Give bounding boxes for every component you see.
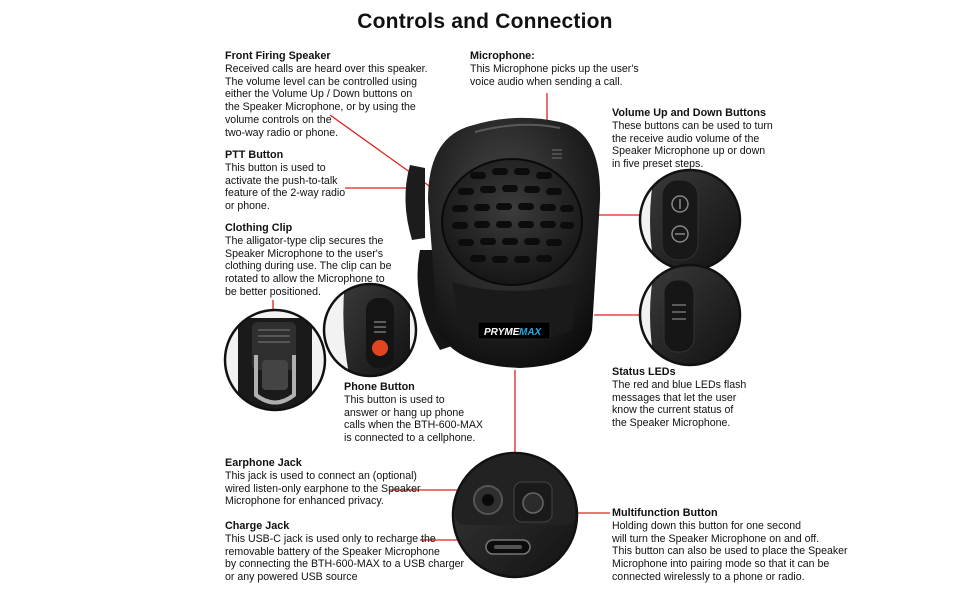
callout-body: The red and blue LEDs flash messages tha… — [612, 378, 747, 430]
mic-port — [552, 149, 562, 159]
callout-heading: Front Firing Speaker — [225, 50, 331, 62]
callout-body: This USB-C jack is used only to recharge… — [225, 532, 465, 584]
volume-down-icon — [671, 225, 689, 243]
callout-multifunction: Multifunction Button Holding down this b… — [612, 507, 848, 584]
callout-earphone-jack: Earphone Jack This jack is used to conne… — [225, 457, 421, 508]
clip-zoom — [225, 310, 325, 410]
red-phone-button — [372, 340, 388, 356]
callout-body: Received calls are heard over this speak… — [225, 62, 428, 139]
callout-heading: Phone Button — [344, 381, 415, 393]
callout-charge-jack: Charge Jack This USB-C jack is used only… — [225, 520, 464, 584]
callout-ptt: PTT Button This button is used to activa… — [225, 149, 345, 213]
grill-holes — [452, 168, 574, 263]
phone-button-zoom — [324, 284, 416, 376]
callout-heading: Microphone: — [470, 50, 535, 62]
ptt-button — [405, 165, 425, 240]
callout-body: This button is used to activate the push… — [225, 161, 346, 213]
led-window — [672, 304, 686, 320]
callout-heading: Status LEDs — [612, 366, 676, 378]
page-title: Controls and Connection — [357, 10, 613, 33]
callout-body: These buttons can be used to turn the re… — [612, 119, 773, 171]
brand-logo — [477, 321, 551, 340]
callout-microphone: Microphone: This Microphone picks up the… — [470, 50, 639, 88]
callout-body: The alligator-type clip secures the Spea… — [225, 234, 392, 298]
callout-heading: Earphone Jack — [225, 457, 302, 469]
callout-heading: Volume Up and Down Buttons — [612, 107, 766, 119]
svg-text:MAX: MAX — [519, 327, 543, 338]
volume-zoom — [640, 170, 740, 270]
multifunction-button-icon — [522, 492, 544, 514]
callout-body: This Microphone picks up the user's voic… — [470, 62, 639, 88]
callout-heading: Multifunction Button — [612, 507, 718, 519]
callout-volume: Volume Up and Down Buttons These buttons… — [612, 107, 773, 171]
jack-zoom — [453, 453, 577, 577]
callout-front-speaker: Front Firing Speaker Received calls are … — [225, 50, 428, 140]
callout-heading: Clothing Clip — [225, 222, 293, 234]
callout-body: This jack is used to connect an (optiona… — [225, 469, 421, 508]
speaker-microphone: PRYME MAX — [405, 117, 601, 368]
volume-up-icon — [671, 195, 689, 213]
callout-clip: Clothing Clip The alligator-type clip se… — [225, 222, 391, 299]
callout-status-leds: Status LEDs The red and blue LEDs flash … — [612, 366, 746, 430]
callout-phone-button: Phone Button This button is used to answ… — [344, 381, 483, 445]
callout-body: Holding down this button for one second … — [612, 519, 848, 583]
callout-body: This button is used to answer or hang up… — [344, 393, 483, 445]
callout-heading: Charge Jack — [225, 520, 290, 532]
callout-heading: PTT Button — [225, 149, 284, 161]
led-zoom — [640, 265, 740, 365]
svg-text:PRYME: PRYME — [484, 327, 520, 338]
